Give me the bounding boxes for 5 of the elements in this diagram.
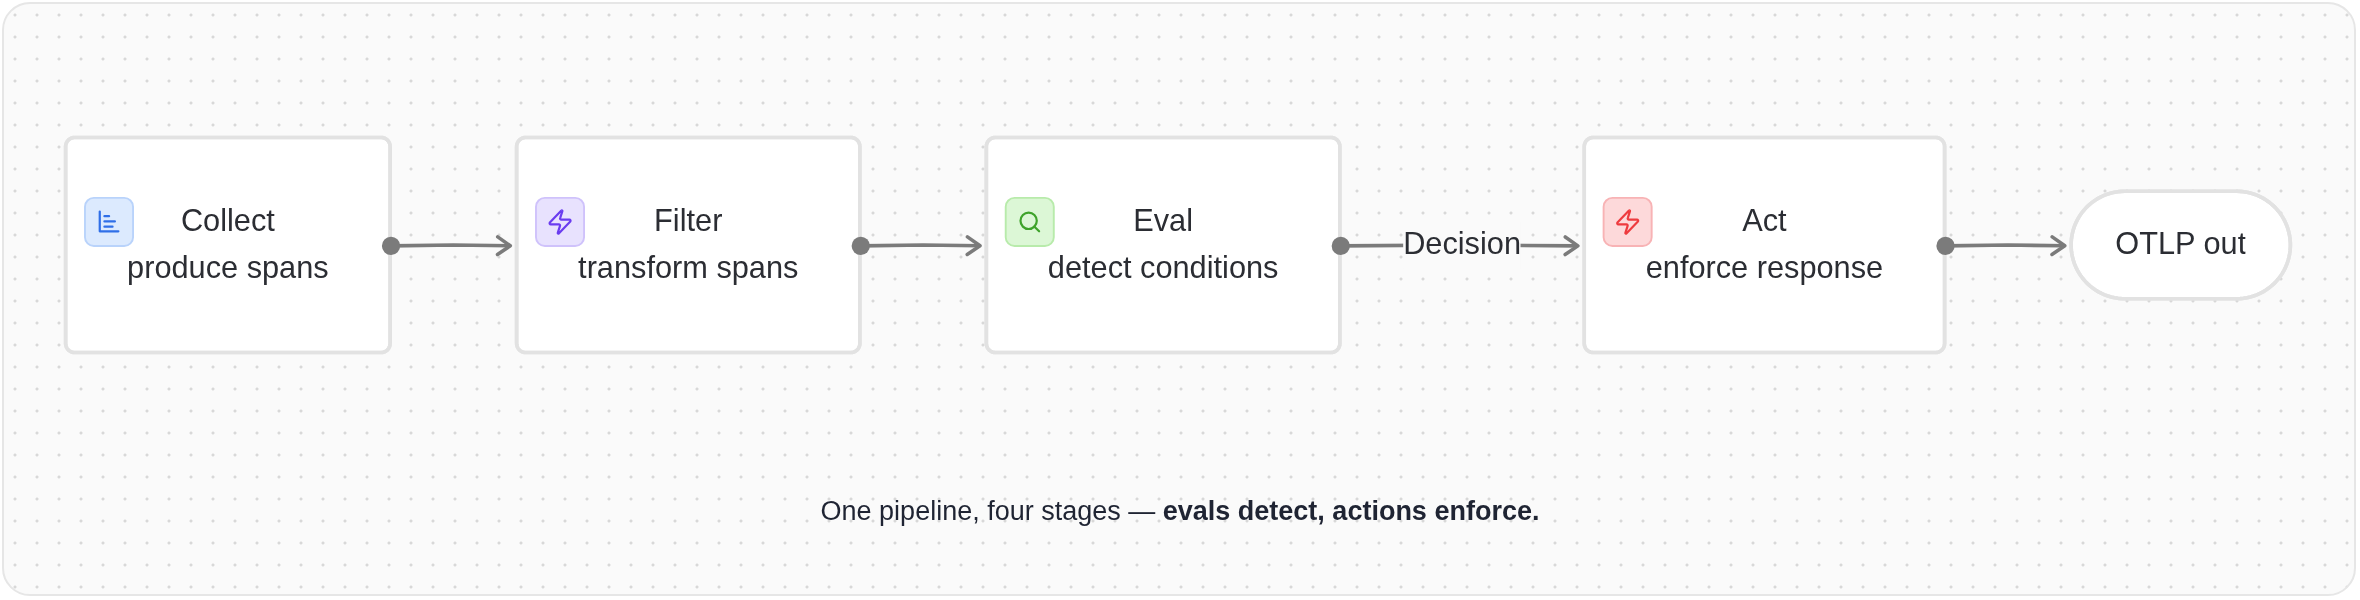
arrow [851,235,982,257]
arrow [1936,235,2067,257]
arrow [381,235,513,257]
edge-label: Decision [1403,227,1521,262]
caption: One pipeline, four stages — evals detect, actions enforce. [820,495,1540,528]
